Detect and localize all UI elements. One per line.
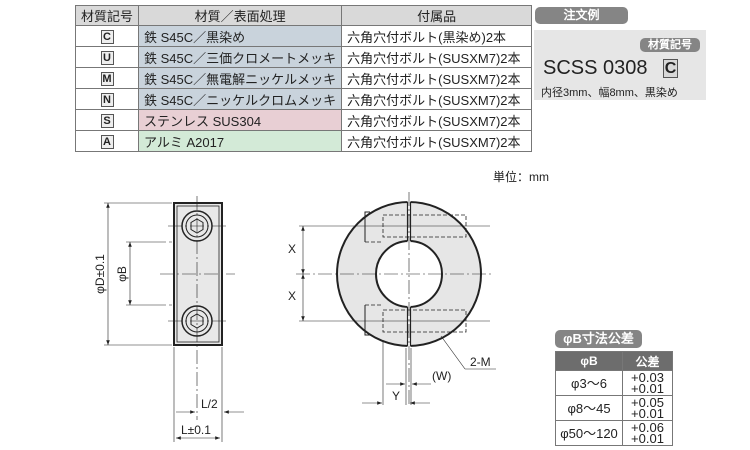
order-description: 内径3mm、幅8mm、黒染め bbox=[541, 87, 678, 99]
material-code: N bbox=[100, 93, 114, 107]
upper-tolerance: +0.05 bbox=[631, 395, 664, 410]
material-cell: 鉄 S45C／無電解ニッケルメッキ bbox=[138, 67, 343, 89]
material-code: U bbox=[100, 51, 114, 65]
table-row: φ50～120 +0.06+0.01 bbox=[555, 420, 673, 446]
table-header: 材質記号 材質／表面処理 付属品 bbox=[74, 5, 533, 26]
Y-label: Y bbox=[392, 389, 400, 403]
material-code: M bbox=[100, 72, 114, 86]
table-row: C 鉄 S45C／黒染め六角穴付ボルト(黒染め)2本 bbox=[74, 25, 533, 47]
material-cell: ステンレス SUS304 bbox=[138, 109, 343, 131]
lower-tolerance: +0.01 bbox=[631, 381, 664, 396]
phiD-label: φD±0.1 bbox=[93, 254, 107, 294]
header-code: 材質記号 bbox=[74, 5, 140, 26]
upper-tolerance: +0.03 bbox=[631, 370, 664, 385]
header-phiB: φB bbox=[555, 351, 623, 371]
range-cell: φ3～6 bbox=[555, 370, 623, 396]
material-code: S bbox=[100, 114, 114, 128]
material-code: C bbox=[100, 30, 114, 44]
lower-tolerance: +0.01 bbox=[631, 431, 664, 446]
X-label-upper: X bbox=[288, 242, 296, 256]
W-label: (W) bbox=[432, 369, 451, 383]
code-label: 材質記号 bbox=[640, 38, 700, 52]
tolerance-title: φB寸法公差 bbox=[555, 330, 642, 348]
material-cell: 鉄 S45C／ニッケルクロムメッキ bbox=[138, 88, 343, 110]
side-view bbox=[104, 196, 244, 442]
material-code: A bbox=[100, 135, 114, 149]
material-cell: 鉄 S45C／三価クロメートメッキ bbox=[138, 46, 343, 68]
order-material-code: C bbox=[663, 59, 678, 78]
L-half-label: L/2 bbox=[201, 397, 218, 411]
M-label: 2-M bbox=[470, 355, 491, 369]
accessory-cell: 六角穴付ボルト(SUSXM7)2本 bbox=[341, 109, 533, 131]
material-table: 材質記号 材質／表面処理 付属品 C 鉄 S45C／黒染め六角穴付ボルト(黒染め)… bbox=[74, 5, 533, 152]
L-label: L±0.1 bbox=[181, 423, 211, 437]
phiB-label: φB bbox=[115, 266, 129, 282]
accessory-cell: 六角穴付ボルト(SUSXM7)2本 bbox=[341, 67, 533, 89]
header-accessory: 付属品 bbox=[341, 5, 533, 26]
material-cell: 鉄 S45C／黒染め bbox=[138, 25, 343, 47]
order-example-title: 注文例 bbox=[535, 7, 628, 24]
order-example-box: 材質記号 SCSS 0308 C 内径3mm、幅8mm、黒染め bbox=[534, 30, 706, 100]
table-row: φ8～45 +0.05+0.01 bbox=[555, 395, 673, 421]
upper-tolerance: +0.06 bbox=[631, 420, 664, 435]
X-label-lower: X bbox=[288, 289, 296, 303]
range-cell: φ8～45 bbox=[555, 395, 623, 421]
material-cell: アルミ A2017 bbox=[138, 130, 343, 152]
unit-label: 単位：mm bbox=[493, 170, 549, 184]
accessory-cell: 六角穴付ボルト(黒染め)2本 bbox=[341, 25, 533, 47]
table-row: U 鉄 S45C／三価クロメートメッキ六角穴付ボルト(SUSXM7)2本 bbox=[74, 46, 533, 68]
table-row: φ3～6 +0.03+0.01 bbox=[555, 370, 673, 396]
header-tolerance: 公差 bbox=[622, 351, 673, 371]
part-number: SCSS 0308 bbox=[543, 57, 648, 79]
lower-tolerance: +0.01 bbox=[631, 406, 664, 421]
front-view bbox=[296, 192, 496, 405]
accessory-cell: 六角穴付ボルト(SUSXM7)2本 bbox=[341, 130, 533, 152]
accessory-cell: 六角穴付ボルト(SUSXM7)2本 bbox=[341, 46, 533, 68]
accessory-cell: 六角穴付ボルト(SUSXM7)2本 bbox=[341, 88, 533, 110]
range-cell: φ50～120 bbox=[555, 420, 623, 446]
table-row: M 鉄 S45C／無電解ニッケルメッキ六角穴付ボルト(SUSXM7)2本 bbox=[74, 67, 533, 89]
header-material: 材質／表面処理 bbox=[138, 5, 343, 26]
